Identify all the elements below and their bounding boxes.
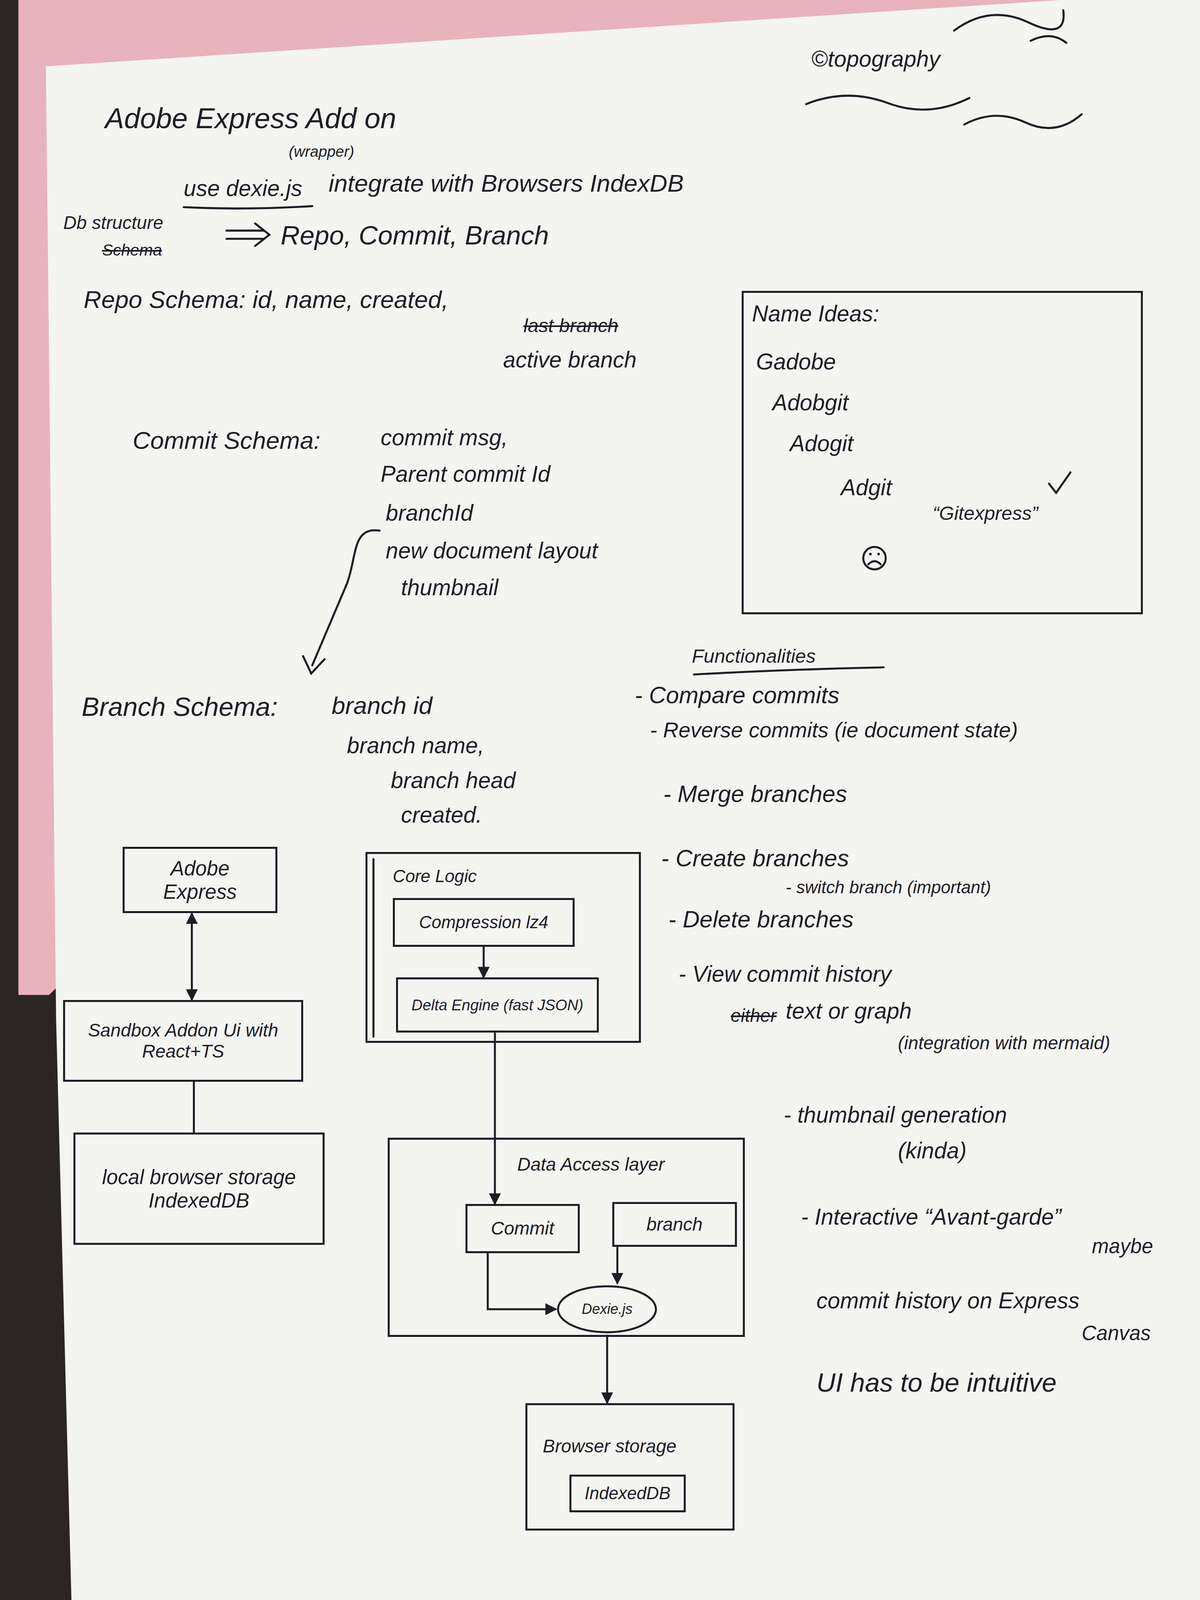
note-text: either	[730, 1005, 777, 1027]
connector	[616, 1246, 619, 1284]
note-text: (integration with mermaid)	[898, 1032, 1111, 1054]
note-text: - Compare commits	[634, 681, 840, 709]
note-text: use dexie.js	[183, 175, 303, 202]
note-text: Functionalities	[691, 644, 816, 668]
note-text: branchId	[385, 500, 474, 526]
note-text: Repo, Commit, Branch	[280, 220, 549, 251]
heading: Name Ideas:	[751, 300, 880, 327]
note-text: branch id	[331, 691, 433, 720]
mountain-squiggle	[1030, 36, 1067, 43]
note-text: ©topography	[811, 46, 941, 72]
layer-container: Data Access layerCommit branchDexie.js	[387, 1137, 745, 1337]
note-text: last branch	[523, 314, 619, 337]
storage-container: Browser storageIndexedDB	[525, 1403, 735, 1531]
storage-box: IndexedDB	[569, 1474, 686, 1513]
note-text: Parent commit Id	[380, 461, 551, 487]
box-label: IndexedDB	[584, 1483, 671, 1504]
heading: Browser storage	[542, 1435, 677, 1457]
note-text: (wrapper)	[288, 142, 355, 161]
note-text: - Delete branches	[668, 905, 854, 933]
note-text: UI has to be intuitive	[816, 1367, 1057, 1399]
note-text: new document layout	[385, 537, 599, 564]
frown-mouth	[868, 561, 881, 565]
underline	[694, 667, 884, 675]
process-box: branch	[612, 1201, 737, 1247]
heading: Core Logic	[392, 866, 477, 887]
connector	[606, 1334, 609, 1403]
mountain-squiggle	[953, 10, 1064, 31]
box-label: branch	[646, 1213, 703, 1235]
name-item: Adobgit	[772, 389, 849, 416]
note-text: active branch	[503, 346, 637, 373]
note-text: - Create branches	[661, 844, 849, 872]
box-label: Delta Engine (fast JSON)	[411, 996, 584, 1014]
note-text: - Reverse commits (ie document state)	[650, 717, 1018, 743]
process-box: Delta Engine (fast JSON)	[396, 977, 600, 1033]
bracket-arrow-head	[303, 655, 325, 674]
note-text: Branch Schema:	[81, 691, 278, 723]
note-text: - Merge branches	[663, 780, 847, 808]
mountain-squiggle	[805, 95, 970, 110]
process-box: Compression lz4	[392, 898, 575, 947]
double-edge	[372, 859, 375, 1037]
note-text: Canvas	[1081, 1321, 1151, 1345]
note-text: created.	[401, 801, 483, 828]
note-text: commit history on Express	[816, 1287, 1080, 1314]
note-text: Schema	[101, 240, 162, 260]
name-item: Adgit	[840, 474, 893, 501]
face-eye	[869, 552, 872, 556]
paper-sheet	[46, 0, 1200, 1600]
name-item: Gadobe	[755, 348, 836, 375]
face-eye	[877, 552, 881, 556]
process-box: Commit	[465, 1203, 580, 1253]
note-text: maybe	[1091, 1234, 1153, 1258]
note-text: - Interactive “Avant-garde”	[801, 1203, 1062, 1230]
ui-box: Sandbox Addon Ui with React+TS	[63, 1000, 303, 1082]
connector	[487, 1253, 556, 1310]
logic-container: Core LogicCompression lz4Delta Engine (f…	[365, 851, 641, 1043]
frown-face	[863, 546, 886, 570]
library-ellipse: Dexie.js	[555, 1283, 658, 1335]
box-label: Adobe Express	[131, 856, 269, 904]
note-text: - View commit history	[678, 961, 892, 987]
note-text: Repo Schema: id, name, created,	[83, 285, 449, 314]
name-item: Adogit	[789, 430, 854, 457]
underline	[183, 205, 313, 209]
implies-arrow	[226, 223, 270, 247]
note-text: commit msg,	[380, 424, 508, 451]
connector	[494, 1032, 497, 1204]
note-text: branch head	[390, 767, 516, 794]
note-text: branch name,	[346, 732, 485, 759]
note-text: - switch branch (important)	[785, 877, 991, 898]
name-ideas-box: Name Ideas: GadobeAdobgitAdogitAdgit “Gite…	[741, 290, 1143, 615]
name-item: “Gitexpress”	[932, 501, 1039, 525]
mountain-squiggle	[964, 114, 1082, 129]
bracket-arrow	[312, 530, 380, 666]
storage-box: local browser storage IndexedDB	[73, 1132, 325, 1245]
box-label: Dexie.js	[581, 1300, 633, 1318]
note-text: integrate with Browsers IndexDB	[328, 169, 684, 198]
note-text: Db structure	[63, 212, 164, 234]
note-text: text or graph	[785, 998, 912, 1024]
connector	[192, 1081, 195, 1133]
box-label: Compression lz4	[419, 912, 549, 933]
title-text: Adobe Express Add on	[105, 101, 397, 135]
heading: Data Access layer	[517, 1153, 665, 1175]
note-text: thumbnail	[401, 574, 499, 601]
note-text: Commit Schema:	[132, 426, 321, 455]
box-label: local browser storage IndexedDB	[82, 1165, 316, 1213]
note-text: (kinda)	[898, 1137, 967, 1164]
connector	[190, 913, 193, 1000]
box-label: Commit	[490, 1217, 554, 1239]
box-label: Sandbox Addon Ui with React+TS	[72, 1019, 294, 1062]
check-mark	[1048, 472, 1071, 493]
ui-box: Adobe Express	[122, 846, 278, 914]
note-text: - thumbnail generation	[783, 1101, 1008, 1128]
connector	[482, 946, 485, 978]
